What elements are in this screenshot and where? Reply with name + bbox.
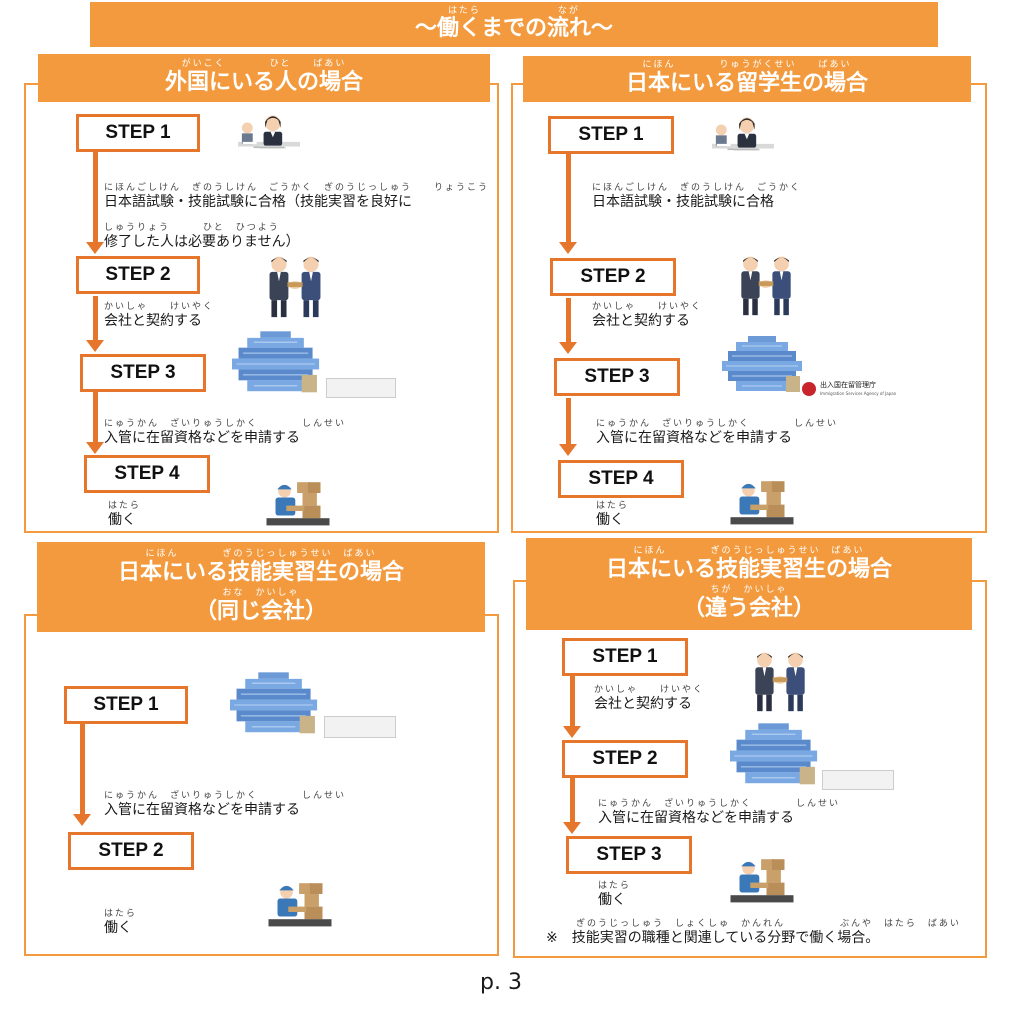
step-box: STEP 3: [80, 354, 206, 392]
step-description: にゅうかん ざいりゅうしかく しんせい入管に在留資格などを申請する: [598, 799, 841, 826]
agency-label: 出入国在留管理庁: [820, 381, 876, 389]
step-description: かいしゃ けいやく会社と契約する: [104, 302, 215, 329]
page-number: p. 3: [480, 970, 522, 995]
step-box: STEP 2: [562, 740, 688, 778]
flow-arrow: [566, 154, 571, 242]
panel-trainee-same-heading: にほん ぎのうじっしゅうせい ばあい 日本にいる技能実習生の場合 おな かいしゃ…: [37, 542, 485, 632]
panel-abroad-ruby: がいこく ひと ばあい: [181, 59, 347, 70]
page-title: はたら なが ～働くまでの流れ～: [90, 2, 938, 47]
flow-arrow-head: [86, 340, 104, 352]
warehouse-worker-icon: [268, 876, 332, 930]
panel-trainee-same-title: 日本にいる技能実習生の場合: [117, 559, 404, 585]
step-box: STEP 2: [68, 832, 194, 870]
step-box: STEP 1: [64, 686, 188, 724]
step-box: STEP 1: [76, 114, 200, 152]
step-box: STEP 4: [84, 455, 210, 493]
step-description: はたら働く: [108, 501, 141, 528]
warehouse-worker-icon: [730, 474, 794, 528]
exam-person-icon: [712, 112, 774, 168]
flow-arrow: [570, 676, 575, 726]
step-description: はたら働く: [598, 881, 631, 908]
step-description: にゅうかん ざいりゅうしかく しんせい入管に在留資格などを申請する: [596, 419, 839, 446]
warehouse-worker-icon: [266, 475, 330, 529]
flow-arrow: [570, 778, 575, 822]
office-building-icon: [730, 722, 828, 790]
page-title-text: ～働くまでの流れ～: [414, 16, 613, 42]
step-description: にほんごしけん ぎのうしけん ごうかく日本語試験・技能試験に合格: [592, 183, 802, 210]
flow-arrow-head: [563, 726, 581, 738]
step-description: かいしゃ けいやく会社と契約する: [592, 302, 703, 329]
step-box: STEP 2: [550, 258, 676, 296]
panel-trainee-diff-ruby2: ちが かいしゃ: [710, 585, 788, 595]
flow-arrow-head: [73, 814, 91, 826]
website-strip: [326, 378, 396, 398]
handshake-icon: [748, 648, 812, 714]
flow-arrow: [93, 296, 98, 340]
panel-student: [511, 83, 987, 533]
panel-student-ruby: にほん りゅうがくせい ばあい: [642, 60, 852, 71]
office-building-icon: [232, 330, 330, 398]
step-box: STEP 3: [566, 836, 692, 874]
step-description: はたら働く: [104, 909, 137, 936]
panel-abroad-heading: がいこく ひと ばあい 外国にいる人の場合: [38, 54, 490, 102]
step-description: にゅうかん ざいりゅうしかく しんせい入管に在留資格などを申請する: [104, 419, 347, 446]
flow-arrow-head: [86, 442, 104, 454]
panel-trainee-diff-ruby: にほん ぎのうじっしゅうせい ばあい: [633, 545, 865, 556]
flow-arrow: [93, 152, 98, 242]
step-description: にゅうかん ざいりゅうしかく しんせい入管に在留資格などを申請する: [104, 791, 347, 818]
footnote: ぎのうじっしゅう しょくしゅ かんれん ぶんや はたら ばあい※ 技能実習の職種…: [546, 919, 961, 946]
step-box: STEP 3: [554, 358, 680, 396]
panel-student-heading: にほん りゅうがくせい ばあい 日本にいる留学生の場合: [523, 56, 971, 102]
flow-arrow: [566, 398, 571, 444]
step-box: STEP 1: [562, 638, 688, 676]
flow-arrow-head: [86, 242, 104, 254]
panel-trainee-same: [24, 614, 499, 956]
office-building-icon: [722, 334, 812, 398]
website-strip: [324, 716, 396, 738]
agency-logo: 出入国在留管理庁 Immigration Services Agency of …: [802, 380, 896, 402]
panel-trainee-diff-title: 日本にいる技能実習生の場合: [605, 556, 892, 582]
panel-student-title: 日本にいる留学生の場合: [625, 71, 868, 97]
flow-arrow: [93, 392, 98, 442]
panel-trainee-same-subtitle: （同じ会社）: [194, 598, 327, 624]
step-description: しゅうりょう ひと ひつよう修了した人は必要ありません）: [104, 223, 300, 250]
panel-trainee-diff-heading: にほん ぎのうじっしゅうせい ばあい 日本にいる技能実習生の場合 ちが かいしゃ…: [526, 538, 972, 630]
website-strip: [822, 770, 894, 790]
panel-trainee-same-ruby2: おな かいしゃ: [222, 588, 300, 598]
step-description: はたら働く: [596, 501, 629, 528]
step-description: にほんごしけん ぎのうしけん ごうかく ぎのうじっしゅう りょうこう日本語試験・…: [104, 183, 490, 210]
panel-trainee-diff-subtitle: （違う会社）: [682, 595, 815, 621]
exam-person-icon: [238, 110, 300, 166]
panel-trainee-same-ruby: にほん ぎのうじっしゅうせい ばあい: [145, 548, 377, 559]
handshake-icon: [734, 252, 798, 318]
step-box: STEP 1: [548, 116, 674, 154]
agency-sub: Immigration Services Agency of Japan: [820, 391, 897, 396]
step-description: かいしゃ けいやく会社と契約する: [594, 685, 705, 712]
handshake-icon: [262, 252, 328, 320]
warehouse-worker-icon: [730, 852, 794, 906]
flow-arrow-head: [559, 342, 577, 354]
panel-abroad-title: 外国にいる人の場合: [164, 70, 363, 96]
step-box: STEP 4: [558, 460, 684, 498]
flow-arrow-head: [559, 242, 577, 254]
flow-arrow-head: [563, 822, 581, 834]
step-box: STEP 2: [76, 256, 200, 294]
flow-arrow: [80, 724, 85, 814]
flow-arrow: [566, 298, 571, 342]
page-title-ruby: はたら なが: [448, 6, 580, 17]
office-building-icon: [230, 670, 328, 740]
flow-arrow-head: [559, 444, 577, 456]
